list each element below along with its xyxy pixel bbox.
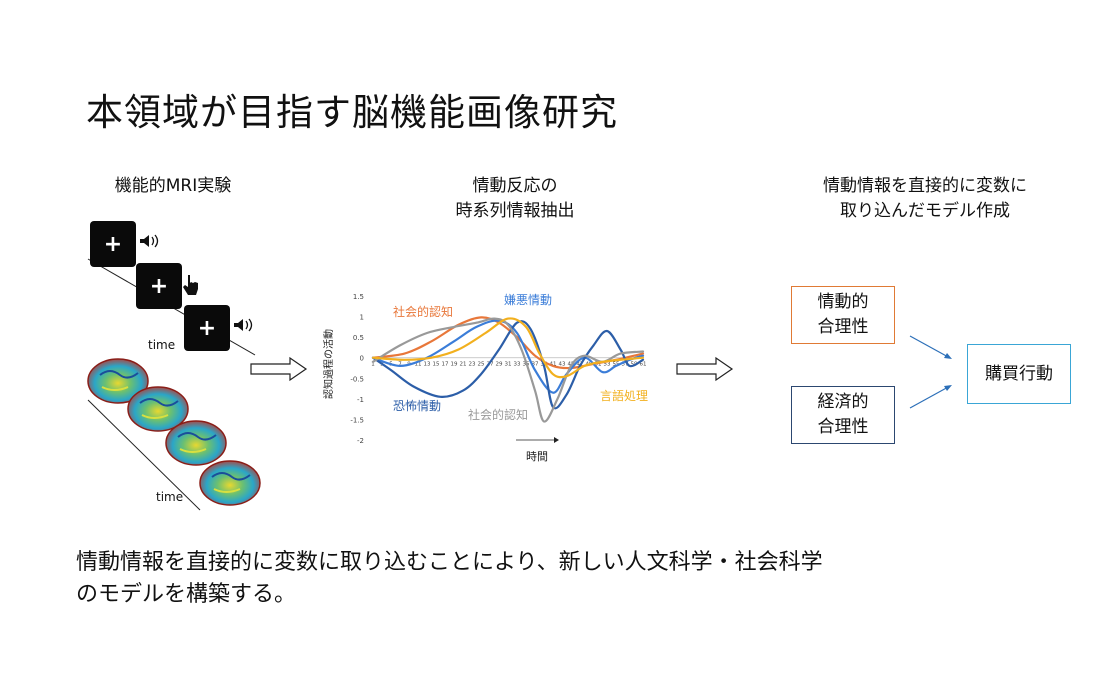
- series-label-language: 言語処理: [600, 388, 648, 403]
- purchase-behavior-box: 購買行動: [967, 344, 1071, 404]
- brain-scan-3: [165, 420, 227, 466]
- y-axis-label: 認知過程の活動: [322, 329, 335, 399]
- x-axis-label: 時間: [526, 450, 548, 463]
- speaker-icon: [140, 234, 159, 248]
- economic-rationality-line1: 経済的: [817, 392, 869, 412]
- fmri-illustration: + + + time time: [87, 221, 261, 511]
- y-tick-label: 1.5: [353, 293, 364, 301]
- x-tick-label: 1: [371, 362, 375, 368]
- series-line-2: [371, 320, 645, 410]
- speaker-icon: [234, 318, 253, 332]
- summary-line1: 情動情報を直接的に変数に取り込むことにより、新しい人文科学・社会科学: [76, 550, 823, 575]
- summary-text: 情動情報を直接的に変数に取り込むことにより、新しい人文科学・社会科学 のモデルを…: [76, 547, 823, 611]
- fmri-column-title: 機能的MRI実験: [114, 176, 232, 196]
- model-column-title: 情動情報を直接的に変数に 取り込んだモデル作成: [790, 174, 1060, 224]
- arrow-emotion-to-purchase: [909, 335, 951, 359]
- arrow-head-icon: [944, 353, 952, 359]
- time-label: time: [148, 338, 175, 352]
- fixation-cross: +: [104, 232, 122, 257]
- emotional-rationality-box: 情動的 合理性: [791, 286, 895, 344]
- brain-scan-4: [199, 460, 261, 506]
- y-tick-label: 1: [360, 314, 364, 322]
- fixation-cross: +: [198, 316, 216, 341]
- x-tick-label: 51: [595, 362, 602, 368]
- y-tick-label: -2: [357, 437, 364, 445]
- y-tick-labels: 1.5 1 0.5 0 -0.5 -1 -1.5 -2: [350, 293, 364, 445]
- x-tick-label: 13: [424, 362, 431, 368]
- y-tick-label: 0.5: [353, 334, 364, 342]
- fixation-cross: +: [150, 274, 168, 299]
- time-axis-arrow-head: [554, 437, 559, 443]
- brain-scan-1: [87, 358, 149, 404]
- x-tick-label: 33: [514, 362, 521, 368]
- series-line-3: [371, 317, 645, 423]
- hollow-arrow-icon: [676, 356, 734, 382]
- series-line-1: [371, 319, 645, 394]
- purchase-behavior-label: 購買行動: [985, 363, 1053, 384]
- x-tick-label: 27: [487, 362, 494, 368]
- x-tick-label: 53: [604, 362, 611, 368]
- x-tick-label: 15: [433, 362, 440, 368]
- x-tick-label: 37: [532, 362, 539, 368]
- series-line-4: [371, 317, 645, 379]
- hollow-arrow-icon: [250, 356, 308, 382]
- emotional-rationality-line1: 情動的: [817, 292, 869, 312]
- timeseries-column-title: 情動反応の 時系列情報抽出: [430, 174, 600, 224]
- x-tick-label: 19: [451, 362, 458, 368]
- stimulus-frame-2: +: [136, 263, 182, 309]
- x-tick-label: 25: [478, 362, 485, 368]
- summary-line2: のモデルを構築する。: [76, 582, 297, 607]
- stimulus-frame-3: +: [184, 305, 230, 351]
- timeseries-title-line2: 時系列情報抽出: [455, 201, 575, 221]
- series-label-fear: 恐怖情動: [393, 398, 441, 413]
- x-tick-label: 17: [442, 362, 449, 368]
- y-tick-label: 0: [360, 355, 364, 363]
- emotional-rationality-line2: 合理性: [817, 317, 869, 337]
- brain-timeline: [87, 399, 201, 511]
- arrow-economic-to-purchase: [909, 385, 951, 409]
- y-tick-label: -0.5: [350, 375, 364, 383]
- economic-rationality-box: 経済的 合理性: [791, 386, 895, 444]
- model-arrows: [909, 335, 952, 409]
- arrow-head-icon: [944, 385, 952, 391]
- time-label: time: [156, 490, 183, 504]
- x-tick-label: 31: [505, 362, 512, 368]
- x-tick-label: 41: [550, 362, 557, 368]
- y-tick-label: -1.5: [350, 416, 364, 424]
- x-tick-label: 11: [415, 362, 422, 368]
- series-label-disgust: 嫌悪情動: [504, 293, 552, 307]
- series-lines: [371, 316, 645, 423]
- x-tick-label: 43: [559, 362, 566, 368]
- page-title: 本領域が目指す脳機能画像研究: [86, 91, 618, 134]
- series-label-social-cognition: 社会的認知: [393, 304, 453, 319]
- series-label-social-cognition-gray: 社会的認知: [468, 407, 528, 422]
- hand-pointer-icon: [183, 275, 198, 295]
- brain-scan-2: [127, 386, 189, 432]
- model-title-line2: 取り込んだモデル作成: [840, 201, 1010, 221]
- x-tick-label: 7: [398, 362, 402, 368]
- x-tick-label: 21: [460, 362, 467, 368]
- x-tick-label: 23: [469, 362, 476, 368]
- x-tick-label: 29: [496, 362, 503, 368]
- timeseries-title-line1: 情動反応の: [472, 176, 558, 196]
- stimulus-frame-1: +: [90, 221, 136, 267]
- economic-rationality-line2: 合理性: [817, 417, 869, 437]
- x-tick-label: 57: [622, 362, 629, 368]
- model-title-line1: 情動情報を直接的に変数に: [823, 176, 1027, 196]
- x-tick-label: 61: [640, 362, 647, 368]
- y-tick-label: -1: [357, 396, 364, 404]
